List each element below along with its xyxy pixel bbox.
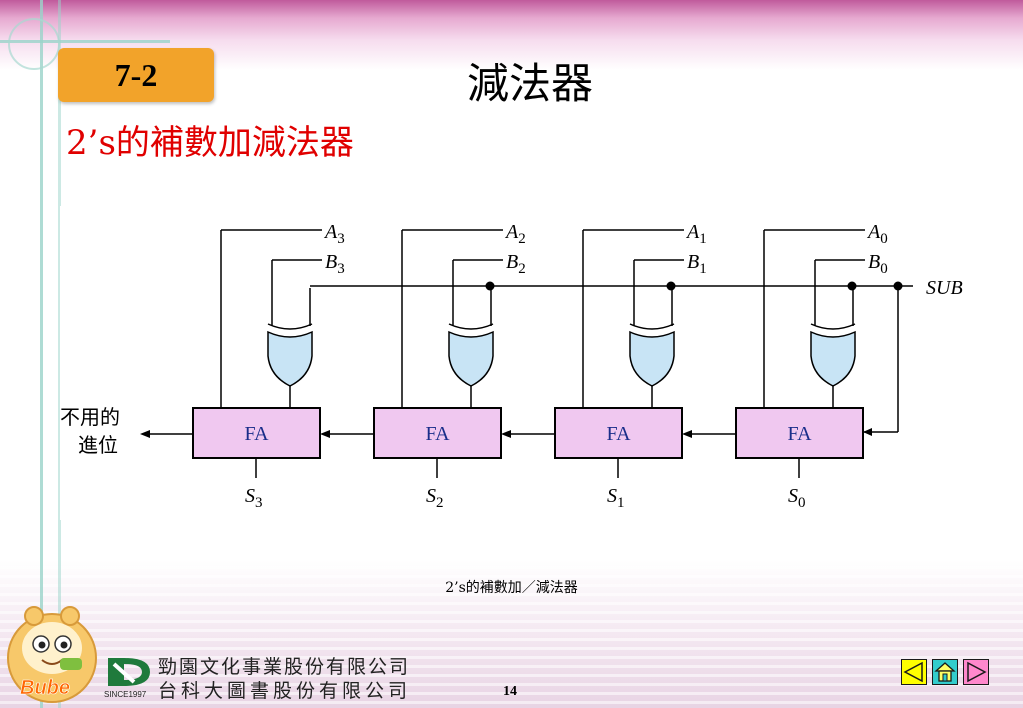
full-adder-block: [192, 407, 321, 459]
carry-out-label-line2: 進位: [78, 433, 118, 457]
triangle-left-icon: [903, 661, 923, 683]
full-adder-block: [554, 407, 683, 459]
xor-gate: [448, 330, 494, 387]
xor-gate-arc: [267, 323, 313, 330]
publisher-logo: [104, 652, 154, 696]
next-button[interactable]: [963, 659, 989, 685]
prev-button[interactable]: [901, 659, 927, 685]
decor-line: [58, 0, 61, 708]
full-adder-label: FA: [787, 423, 812, 445]
slide-subtitle: 2’s的補數加減法器: [66, 123, 354, 163]
figure-caption: 2’s的補數加／減法器: [445, 580, 578, 596]
since-label: SINCE1997: [104, 690, 147, 699]
decor-line: [40, 0, 43, 708]
b-input-label: B3: [325, 251, 345, 277]
xor-gate: [810, 330, 856, 387]
b-input-label: B2: [506, 251, 526, 277]
xor-gate-arc: [629, 323, 675, 330]
page-number: 14: [503, 684, 517, 699]
a-input-label: A1: [685, 221, 707, 247]
full-adder-block: [373, 407, 502, 459]
xor-gate-arc: [448, 323, 494, 330]
xor-gate-arc: [810, 323, 856, 330]
b-input-label: B1: [687, 251, 707, 277]
triangle-right-icon: [967, 661, 987, 683]
a-input-label: A3: [323, 221, 345, 247]
xor-gate: [629, 330, 675, 387]
decor-circle: [8, 18, 60, 70]
carry-arrow: [682, 430, 692, 438]
mascot-text: Bube: [20, 677, 70, 699]
bube-mascot: Bube: [4, 600, 100, 704]
sum-output-label: S1: [607, 485, 625, 511]
full-adder-block: [735, 407, 864, 459]
a-input-label: A2: [504, 221, 526, 247]
background-stripes: [0, 560, 1023, 708]
sub-label: SUB: [926, 277, 963, 299]
section-number: 7-2: [114, 56, 158, 93]
company-name-2: 台科大圖書股份有限公司: [158, 680, 412, 702]
a-input-label: A0: [866, 221, 888, 247]
full-adder-label: FA: [606, 423, 631, 445]
section-badge: 7-2: [58, 48, 214, 102]
home-icon: [934, 662, 956, 682]
carry-out-label-line1: 不用的: [60, 405, 120, 429]
full-adder-label: FA: [425, 423, 450, 445]
company-name-1: 勁園文化事業股份有限公司: [158, 656, 411, 678]
xor-gate: [267, 330, 313, 387]
home-button[interactable]: [932, 659, 958, 685]
carry-out-arrow: [140, 430, 150, 438]
decor-line: [0, 40, 170, 43]
sum-output-label: S3: [245, 485, 263, 511]
carry-arrow: [320, 430, 330, 438]
b-input-label: B0: [868, 251, 888, 277]
slide-title: 減法器: [466, 59, 593, 108]
sum-output-label: S2: [426, 485, 444, 511]
sum-output-label: S0: [788, 485, 806, 511]
carry-arrow: [501, 430, 511, 438]
full-adder-label: FA: [244, 423, 269, 445]
